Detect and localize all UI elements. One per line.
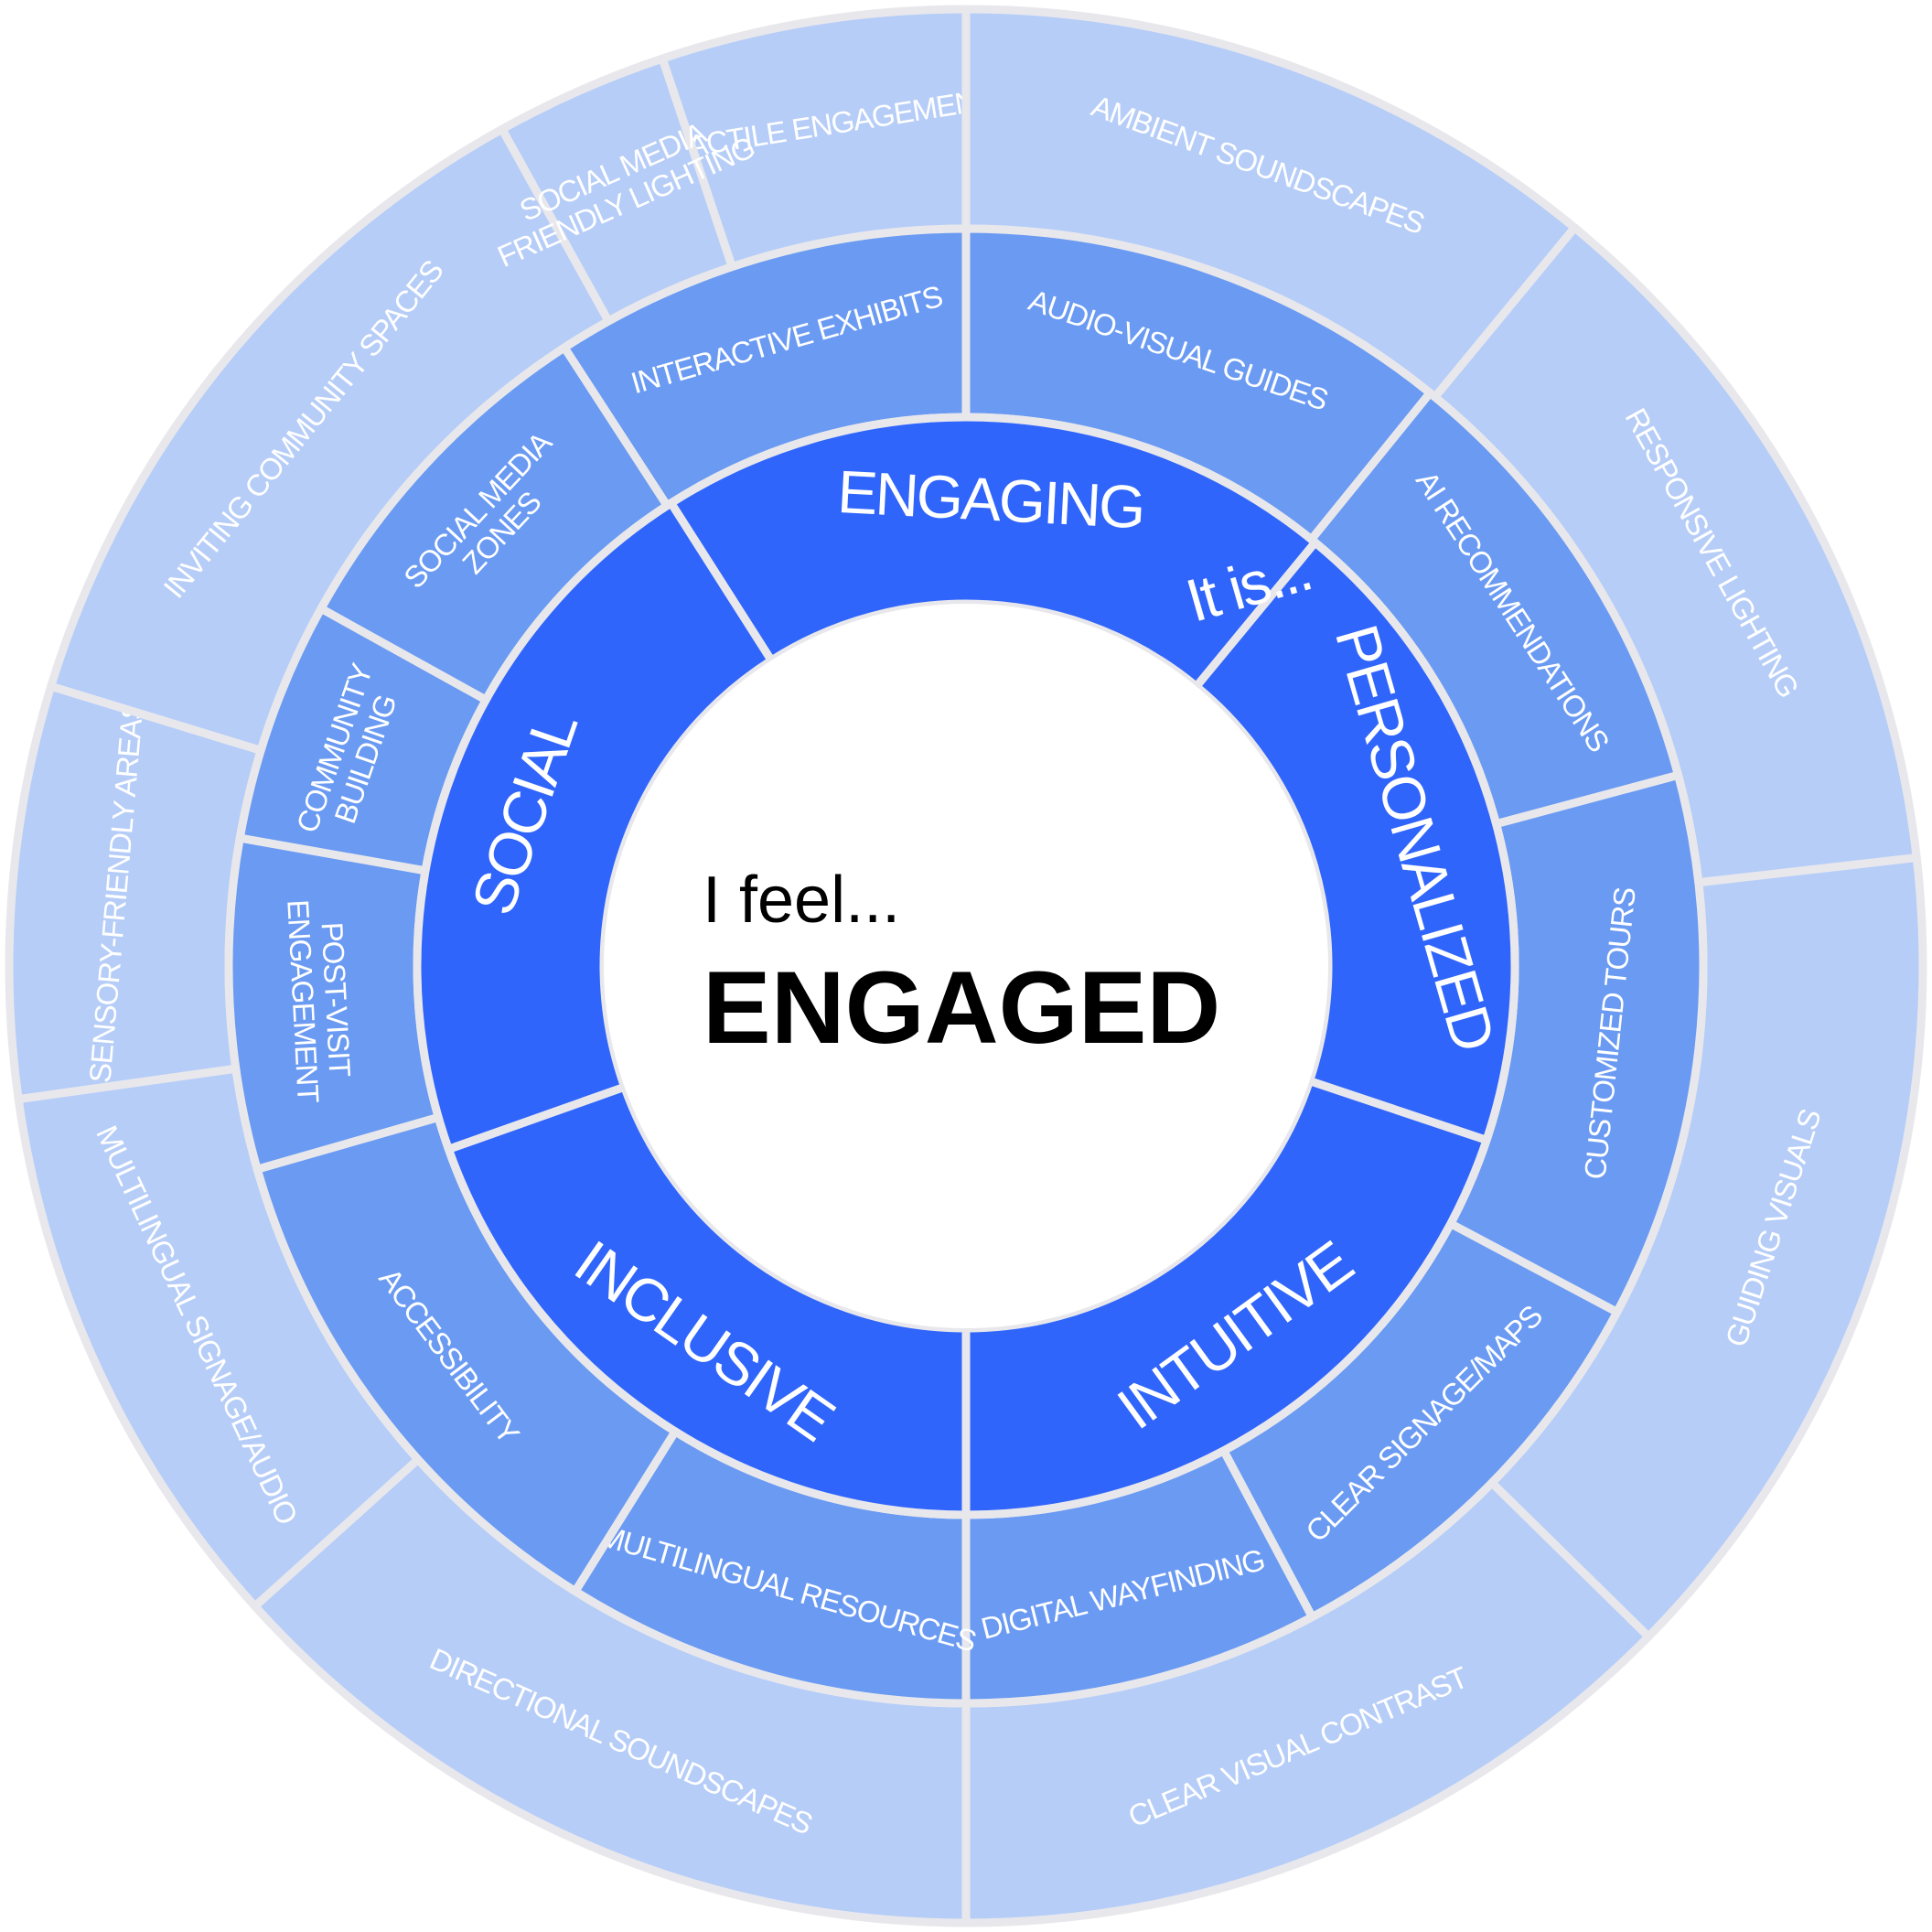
inner-ring-segment: PERSONALIZED	[1192, 538, 1519, 1144]
center-title: ENGAGED	[703, 950, 1220, 1065]
center-disc	[604, 604, 1328, 1328]
outer-ring-segment: CLEAR VISUAL CONTRAST	[961, 1478, 1653, 1927]
inner-ring-segment: ENGAGING	[667, 413, 1320, 691]
center-hub: I feel... ENGAGED	[604, 604, 1328, 1328]
outer-ring-segment: SENSORY-FRIENDLY AREAS	[5, 682, 265, 1104]
middle-ring-segment: INTERACTIVE EXHIBITS	[560, 224, 971, 510]
outer-ring-segment: AMBIENT SOUNDSCAPES	[961, 5, 1579, 402]
outer-ring-segment: SOCIAL MEDIAFRIENDLY LIGHTING	[492, 54, 759, 326]
middle-ring-segment: COMMUNITYBUILDING	[235, 604, 490, 875]
middle-ring-label: POST-VISITENGAGEMENT	[282, 897, 360, 1104]
inner-ring-segment: SOCIAL	[413, 499, 776, 1154]
middle-ring-segment: AUDIO-VISUAL GUIDES	[961, 224, 1434, 544]
middle-ring-segment: POST-VISITENGAGEMENT	[224, 833, 443, 1174]
inner-ring-label: ENGAGING	[836, 457, 1145, 541]
center-subtitle: I feel...	[703, 864, 900, 937]
